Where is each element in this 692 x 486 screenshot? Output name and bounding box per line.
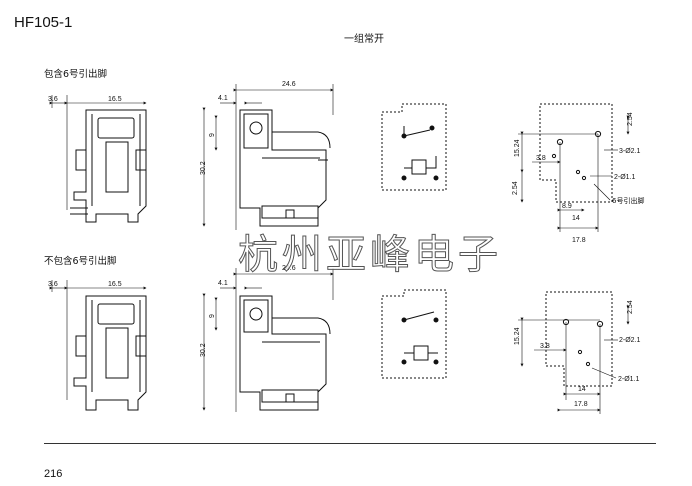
dim-label: 2.54 [512,181,519,195]
dim-label: 16.5 [108,281,122,288]
pcb-dims-bottom: 2.54 15.24 3.8 14 17.8 2-Ø2.1 2-Ø1.1 [514,300,641,408]
page-number: 216 [44,468,63,480]
dim-label: 17.8 [572,237,586,244]
dim-label: 3-Ø2.1 [619,148,641,155]
schematic-with-pin6 [381,103,447,191]
dim-label: 30.2 [200,343,207,357]
dim-label: 14 [578,386,586,393]
front-view-dims-bottom: 24.6 4.1 9 30.2 [200,265,296,357]
side-view-dims-top: 3.6 16.5 [48,96,122,103]
pcb-layout-without-pin6 [518,291,630,414]
dim-label: 24.6 [282,265,296,272]
dim-label: 15.24 [514,139,521,157]
section-label-with-pin6: 包含6号引出脚 [44,69,108,80]
dim-label: 2-Ø1.1 [618,376,640,383]
dim-label: 3.6 [48,96,58,103]
pcb-dims-top: 2.54 15.24 2.54 3.8 8.9 14 17.8 3-Ø2.1 2… [512,112,644,244]
watermark-text: 杭州亚峰电子 [238,232,502,279]
dim-label: 4.1 [218,280,228,287]
side-view-with-pin6 [49,95,147,223]
side-view-dims-bottom: 3.6 16.5 [48,281,122,288]
dim-label: 2-Ø1.1 [614,174,636,181]
schematic-without-pin6 [381,289,447,379]
dim-label: 30.2 [200,161,207,175]
dim-label: 3.8 [540,343,550,350]
dim-label: 16.5 [108,96,122,103]
front-view-without-pin6 [202,268,334,412]
dim-label: 9 [209,314,216,318]
front-view-dims-top: 24.6 4.1 9 30.2 [200,81,296,175]
dim-label: 3.6 [48,281,58,288]
dim-label: 9 [209,133,216,137]
pin6-note: 6号引出脚 [612,196,644,205]
dim-label: 8.9 [562,203,572,210]
side-view-without-pin6 [49,280,147,411]
document-title: HF105-1 [14,14,73,31]
dim-label: 4.1 [218,95,228,102]
dim-label: 17.8 [574,401,588,408]
front-view-with-pin6 [202,84,334,230]
dim-label: 24.6 [282,81,296,88]
dim-label: 3.8 [536,155,546,162]
dim-label: 14 [572,215,580,222]
dim-label: 2-Ø2.1 [619,337,641,344]
pcb-layout-with-pin6 [518,103,630,232]
section-label-without-pin6: 不包含6号引出脚 [44,256,117,267]
footer-divider [44,443,656,444]
contact-arrangement-subtitle: 一组常开 [344,34,384,45]
dim-label: 2.54 [627,300,634,314]
dim-label: 15.24 [514,327,521,345]
dim-label: 2.54 [627,112,634,126]
